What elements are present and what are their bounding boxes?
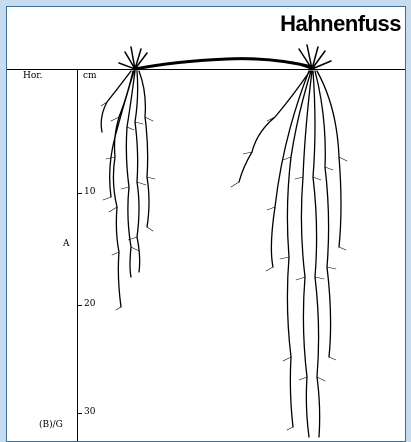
tick-30 (77, 413, 82, 414)
root-illustration (7, 7, 405, 441)
right-rootlets (231, 117, 347, 430)
horizon-label-a: A (63, 239, 70, 249)
horizon-label-bg: (B)/G (39, 420, 63, 430)
tick-label-30: 30 (84, 407, 95, 417)
diagram-title: Hahnenfuss (280, 11, 401, 37)
tick-label-10: 10 (84, 187, 95, 197)
left-plant-roots (101, 71, 149, 307)
right-plant-roots (239, 71, 341, 437)
soil-surface-line (7, 69, 405, 70)
tick-20 (77, 305, 82, 306)
diagram-panel: Hahnenfuss Hor. cm 10 20 30 A (B)/G (6, 6, 406, 442)
tick-label-20: 20 (84, 299, 95, 309)
left-leaf-stubs (119, 47, 147, 69)
tick-10 (77, 193, 82, 194)
horizon-header: Hor. (23, 71, 42, 81)
right-leaf-stubs (292, 45, 331, 69)
depth-axis (77, 69, 78, 441)
unit-header: cm (83, 71, 97, 81)
stolon (135, 59, 312, 69)
